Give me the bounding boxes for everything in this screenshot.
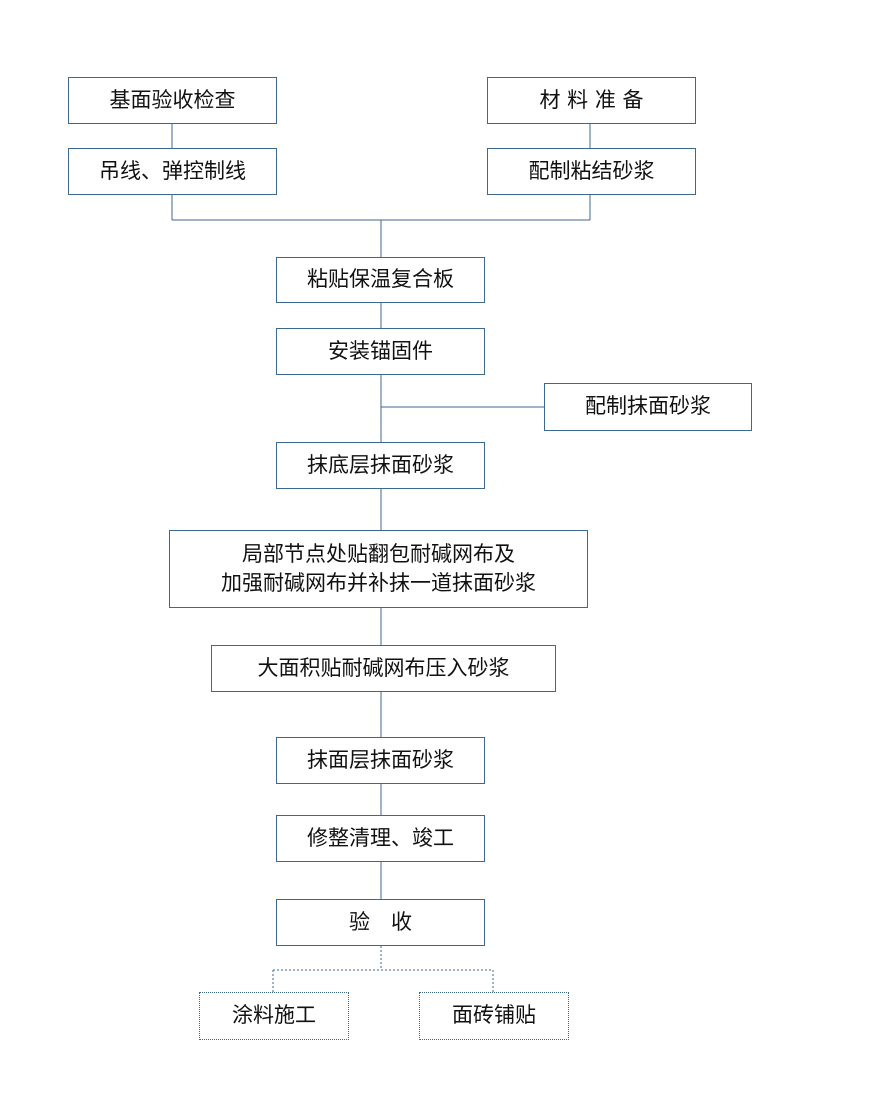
node-base-inspection: 基面验收检查 — [68, 77, 277, 124]
node-mix-plaster-mortar-label: 配制抹面砂浆 — [585, 394, 711, 419]
node-acceptance-label: 验 收 — [349, 909, 412, 934]
node-top-coat: 抹面层抹面砂浆 — [276, 737, 485, 784]
node-acceptance: 验 收 — [276, 899, 485, 946]
node-plumb-lines: 吊线、弹控制线 — [68, 148, 277, 195]
node-finishing: 修整清理、竣工 — [276, 815, 485, 862]
node-tile-work: 面砖铺贴 — [419, 992, 569, 1040]
node-paint-work: 涂料施工 — [199, 992, 349, 1040]
node-material-prep-label: 材 料 准 备 — [539, 87, 644, 112]
node-mix-adhesive-mortar: 配制粘结砂浆 — [487, 148, 696, 195]
node-tile-work-label: 面砖铺贴 — [452, 1003, 536, 1028]
node-paint-work-label: 涂料施工 — [232, 1003, 316, 1028]
node-material-prep: 材 料 准 备 — [487, 77, 696, 124]
node-plumb-lines-label: 吊线、弹控制线 — [99, 158, 246, 183]
node-paste-insulation-board-label: 粘贴保温复合板 — [307, 267, 454, 292]
node-local-mesh-line1: 局部节点处贴翻包耐碱网布及 — [242, 541, 515, 566]
node-base-inspection-label: 基面验收检查 — [109, 87, 236, 112]
node-large-area-mesh-label: 大面积贴耐碱网布压入砂浆 — [257, 655, 510, 680]
node-base-coat-label: 抹底层抹面砂浆 — [307, 452, 454, 477]
node-large-area-mesh: 大面积贴耐碱网布压入砂浆 — [211, 645, 556, 692]
node-paste-insulation-board: 粘贴保温复合板 — [276, 257, 485, 303]
node-base-coat: 抹底层抹面砂浆 — [276, 442, 485, 489]
node-install-anchors: 安装锚固件 — [276, 328, 485, 375]
node-install-anchors-label: 安装锚固件 — [328, 338, 433, 363]
node-local-mesh-line2: 加强耐碱网布并补抹一道抹面砂浆 — [221, 571, 536, 595]
node-top-coat-label: 抹面层抹面砂浆 — [307, 747, 454, 772]
node-finishing-label: 修整清理、竣工 — [307, 825, 454, 850]
node-mix-plaster-mortar: 配制抹面砂浆 — [544, 383, 752, 431]
node-mix-adhesive-mortar-label: 配制粘结砂浆 — [528, 158, 655, 183]
node-local-mesh: 局部节点处贴翻包耐碱网布及 加强耐碱网布并补抹一道抹面砂浆 — [169, 530, 588, 608]
